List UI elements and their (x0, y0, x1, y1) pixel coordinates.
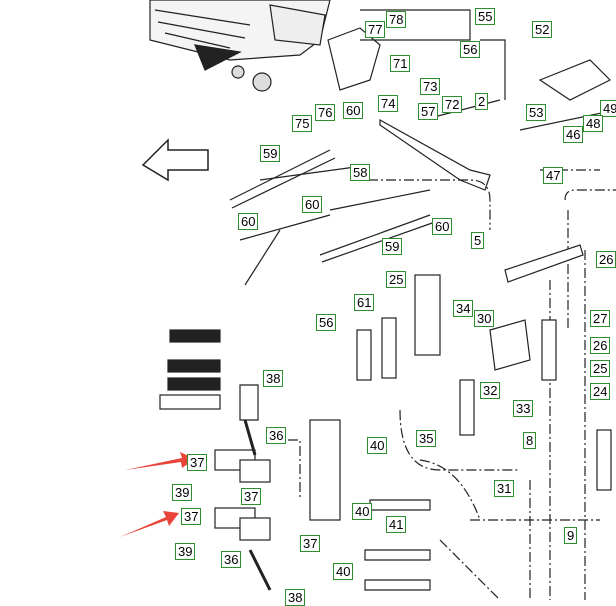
callout-c37a: 37 (187, 454, 208, 471)
callout-c39b: 39 (175, 543, 196, 560)
callout-c26b: 26 (590, 337, 611, 354)
callout-c30: 30 (474, 310, 495, 327)
callout-c35: 35 (416, 430, 437, 447)
callout-c9: 9 (564, 527, 578, 544)
callout-c60d: 60 (432, 218, 453, 235)
callout-c5: 5 (471, 232, 485, 249)
callout-c33: 33 (513, 400, 534, 417)
callout-c57: 57 (418, 103, 439, 120)
callout-c47: 47 (543, 167, 564, 184)
highlight-arrows (120, 452, 195, 537)
callout-c73: 73 (420, 78, 441, 95)
callout-c60b: 60 (302, 196, 323, 213)
callout-c37b: 37 (241, 488, 262, 505)
callout-c40a: 40 (367, 437, 388, 454)
machine-illustration (149, 0, 331, 92)
callout-c77: 77 (365, 21, 386, 38)
callout-c52: 52 (532, 21, 553, 38)
callout-c34: 34 (453, 300, 474, 317)
callout-c78: 78 (386, 11, 407, 28)
callout-c36a: 36 (266, 427, 287, 444)
callout-c74: 74 (378, 95, 399, 112)
callout-c27: 27 (590, 310, 611, 327)
callout-c58: 58 (350, 164, 371, 181)
callout-c36b: 36 (221, 551, 242, 568)
direction-arrow-icon (141, 138, 209, 182)
callout-c41: 41 (386, 516, 407, 533)
callout-c48: 48 (583, 115, 604, 132)
callout-c32: 32 (480, 382, 501, 399)
callout-c26a: 26 (596, 251, 616, 268)
callout-c8: 8 (523, 432, 537, 449)
callout-c60a: 60 (343, 102, 364, 119)
callout-c2: 2 (475, 93, 489, 110)
callout-c59b: 59 (382, 238, 403, 255)
callout-c59a: 59 (260, 145, 281, 162)
callout-c55: 55 (475, 8, 496, 25)
callout-c75: 75 (292, 115, 313, 132)
callout-c56a: 56 (460, 41, 481, 58)
callout-c25a: 25 (386, 271, 407, 288)
red-arrow-upper-icon (125, 452, 195, 470)
callout-c46: 46 (563, 126, 584, 143)
callout-c37c: 37 (181, 508, 202, 525)
callout-c31: 31 (494, 480, 515, 497)
callout-c37d: 37 (300, 535, 321, 552)
callout-c56b: 56 (316, 314, 337, 331)
callout-c61: 61 (354, 294, 375, 311)
callout-c72: 72 (442, 96, 463, 113)
callout-c60c: 60 (238, 213, 259, 230)
callout-c38b: 38 (285, 589, 306, 606)
callout-c76: 76 (315, 104, 336, 121)
callout-c49: 49 (600, 100, 616, 117)
red-arrow-lower-icon (120, 511, 179, 537)
callout-c71: 71 (390, 55, 411, 72)
callout-c40c: 40 (333, 563, 354, 580)
callout-c25b: 25 (590, 360, 611, 377)
callout-c39a: 39 (172, 484, 193, 501)
callout-c53: 53 (526, 104, 547, 121)
callout-c40b: 40 (352, 503, 373, 520)
callout-c24: 24 (590, 383, 611, 400)
callout-c38a: 38 (263, 370, 284, 387)
